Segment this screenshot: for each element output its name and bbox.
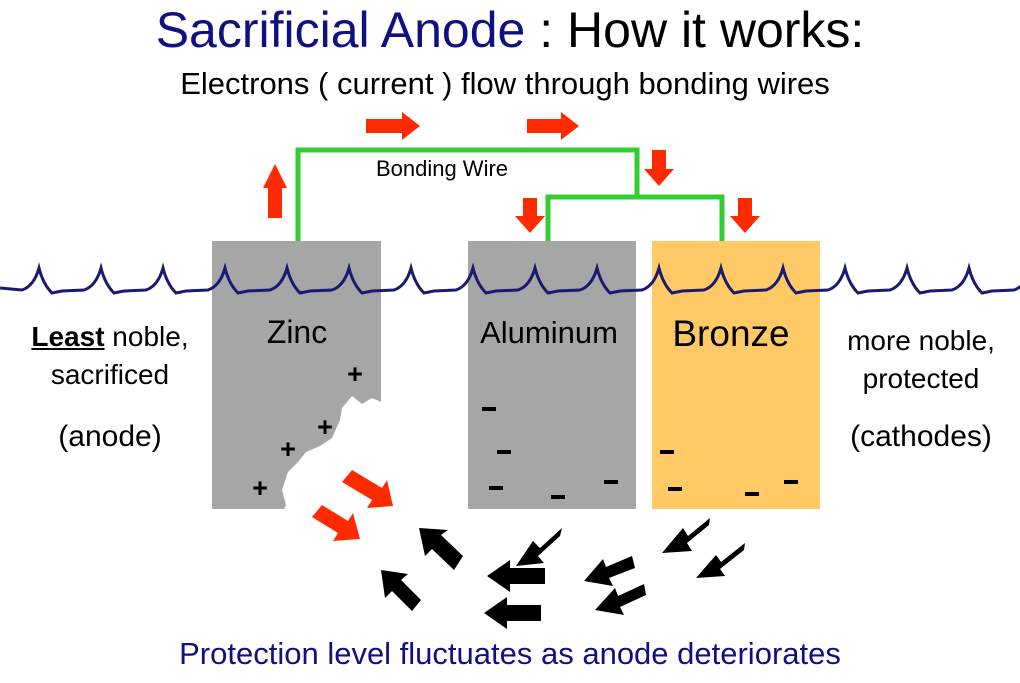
title-part1: Sacrificial Anode [155, 2, 526, 58]
red-arrow-down-icon [730, 198, 760, 233]
bonding-wire-branch [545, 194, 725, 241]
right-note-role: (cathodes) [850, 420, 992, 453]
negative-charge [604, 480, 618, 484]
negative-charge [497, 450, 511, 454]
black-arrow-icon [516, 528, 562, 566]
zinc-label: Zinc [267, 314, 327, 350]
page-title: Sacrificial Anode : How it works: [0, 2, 1020, 58]
black-arrow-icon [696, 543, 745, 578]
bonding-wire-main [295, 147, 640, 241]
positive-charge: + [280, 434, 296, 464]
left-note-line1-rest: noble, [104, 321, 189, 352]
bronze-label: Bronze [672, 313, 789, 354]
red-arrow-diagonal-icon [342, 470, 393, 508]
negative-charge [482, 407, 496, 411]
black-arrow-icon [484, 597, 541, 629]
positive-charge: + [252, 473, 268, 503]
red-arrow-right-icon [527, 112, 579, 140]
right-note: more noble, protected (cathodes) [822, 322, 1020, 456]
black-arrow-icon [381, 570, 421, 611]
bonding-wire-label: Bonding Wire [376, 156, 508, 181]
black-arrow-icon [419, 528, 463, 570]
right-note-line2: protected [862, 363, 980, 394]
left-note-bold: Least [31, 321, 105, 352]
right-note-line1: more noble, [847, 325, 995, 356]
left-note-line2: sacrificed [50, 359, 170, 390]
red-arrow-right-icon [366, 112, 420, 140]
subtitle: Electrons ( current ) flow through bondi… [180, 66, 830, 101]
left-note-role: (anode) [58, 420, 162, 453]
negative-charge [745, 492, 759, 496]
negative-charge [668, 487, 682, 491]
negative-charge [551, 495, 565, 499]
negative-charge [489, 486, 503, 490]
zinc-plate [212, 241, 381, 509]
aluminum-label: Aluminum [480, 315, 618, 350]
footer-caption: Protection level fluctuates as anode det… [179, 636, 841, 671]
positive-charge: + [317, 412, 333, 442]
black-arrow-icon [487, 560, 545, 592]
bronze-plate [652, 241, 820, 509]
left-note: Least noble, sacrificed (anode) [10, 318, 210, 456]
positive-charge: + [347, 359, 363, 389]
red-arrow-diagonal-icon [312, 505, 360, 541]
left-note-line1: Least noble, [10, 318, 210, 356]
red-arrow-up-icon [263, 164, 287, 218]
red-arrow-down-icon [515, 198, 545, 233]
title-part2: How it works: [567, 2, 865, 58]
aluminum-plate [468, 241, 636, 509]
black-arrow-icon [595, 584, 646, 615]
title-separator: : [525, 2, 568, 58]
black-arrow-icon [662, 518, 710, 553]
black-arrow-icon [584, 556, 635, 586]
negative-charge [784, 480, 798, 484]
water-line [0, 262, 1020, 295]
negative-charge [660, 450, 674, 454]
red-arrow-down-icon [644, 150, 674, 186]
